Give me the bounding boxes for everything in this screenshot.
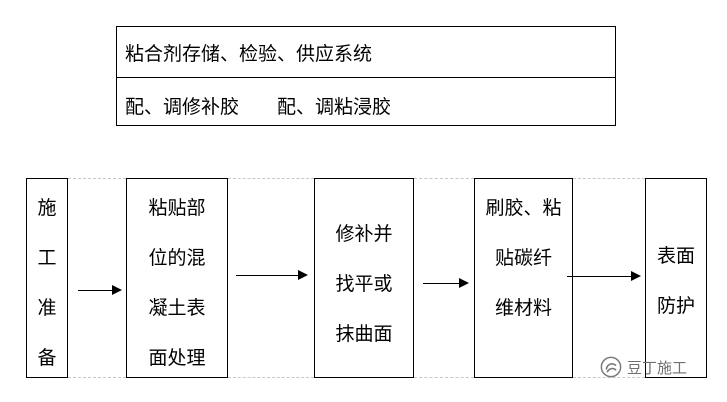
dashed-guide-bottom: [228, 377, 314, 378]
dashed-guide-bottom: [414, 377, 474, 378]
step-text-line: 刷胶、粘: [485, 197, 562, 219]
step-box-preparation: 施 工 准 备: [26, 178, 68, 378]
flow-arrow: [423, 278, 469, 288]
step-text-line: 位的混: [148, 247, 206, 269]
step-text-line: 表面: [656, 245, 695, 267]
step-text-line: 粘贴部: [148, 197, 206, 219]
table-divider: [117, 77, 615, 78]
step-box-surface-treatment: 粘贴部 位的混 凝土表 面处理: [126, 178, 228, 378]
dashed-guide-bottom: [573, 377, 645, 378]
glue-mixing-row: 配、调修补胶 配、调粘浸胶: [117, 92, 615, 119]
watermark: 豆丁施工: [600, 356, 687, 378]
step-text-line: 凝土表: [148, 297, 206, 319]
dashed-guide-top: [414, 178, 474, 179]
step-text-line: 备: [37, 347, 57, 369]
step-text-line: 贴碳纤: [494, 247, 552, 269]
step-text-line: 修补并: [335, 223, 393, 245]
step-text-line: 维材料: [494, 297, 552, 319]
step-box-surface-protection: 表面 防护: [645, 178, 707, 378]
step-text-line: 找平或: [335, 273, 393, 295]
dashed-guide-top: [68, 178, 126, 179]
watermark-text: 豆丁施工: [627, 358, 688, 377]
wechat-official-account-icon: [600, 356, 622, 378]
step-text-line: 准: [37, 297, 57, 319]
flow-arrow: [236, 270, 308, 280]
supply-system-title: 粘合剂存储、检验、供应系统: [125, 43, 373, 65]
repair-glue-label: 配、调修补胶: [125, 96, 240, 118]
step-box-repair-leveling: 修补并 找平或 抹曲面: [314, 178, 414, 378]
adhesive-supply-system-box: 粘合剂存储、检验、供应系统 配、调修补胶 配、调粘浸胶: [116, 26, 616, 126]
flow-arrow: [78, 285, 122, 295]
dashed-guide-top: [228, 178, 314, 179]
step-box-carbon-fiber: 刷胶、粘 贴碳纤 维材料: [474, 178, 573, 378]
flow-arrow: [567, 271, 641, 281]
step-text-line: 工: [37, 247, 57, 269]
dashed-guide-bottom: [68, 377, 126, 378]
step-text-line: 施: [37, 197, 57, 219]
dashed-guide-top: [573, 178, 645, 179]
step-text-line: 抹曲面: [335, 323, 393, 345]
step-text-line: 面处理: [148, 347, 206, 369]
impregnating-glue-label: 配、调粘浸胶: [277, 96, 392, 118]
step-text-line: 防护: [656, 295, 695, 317]
